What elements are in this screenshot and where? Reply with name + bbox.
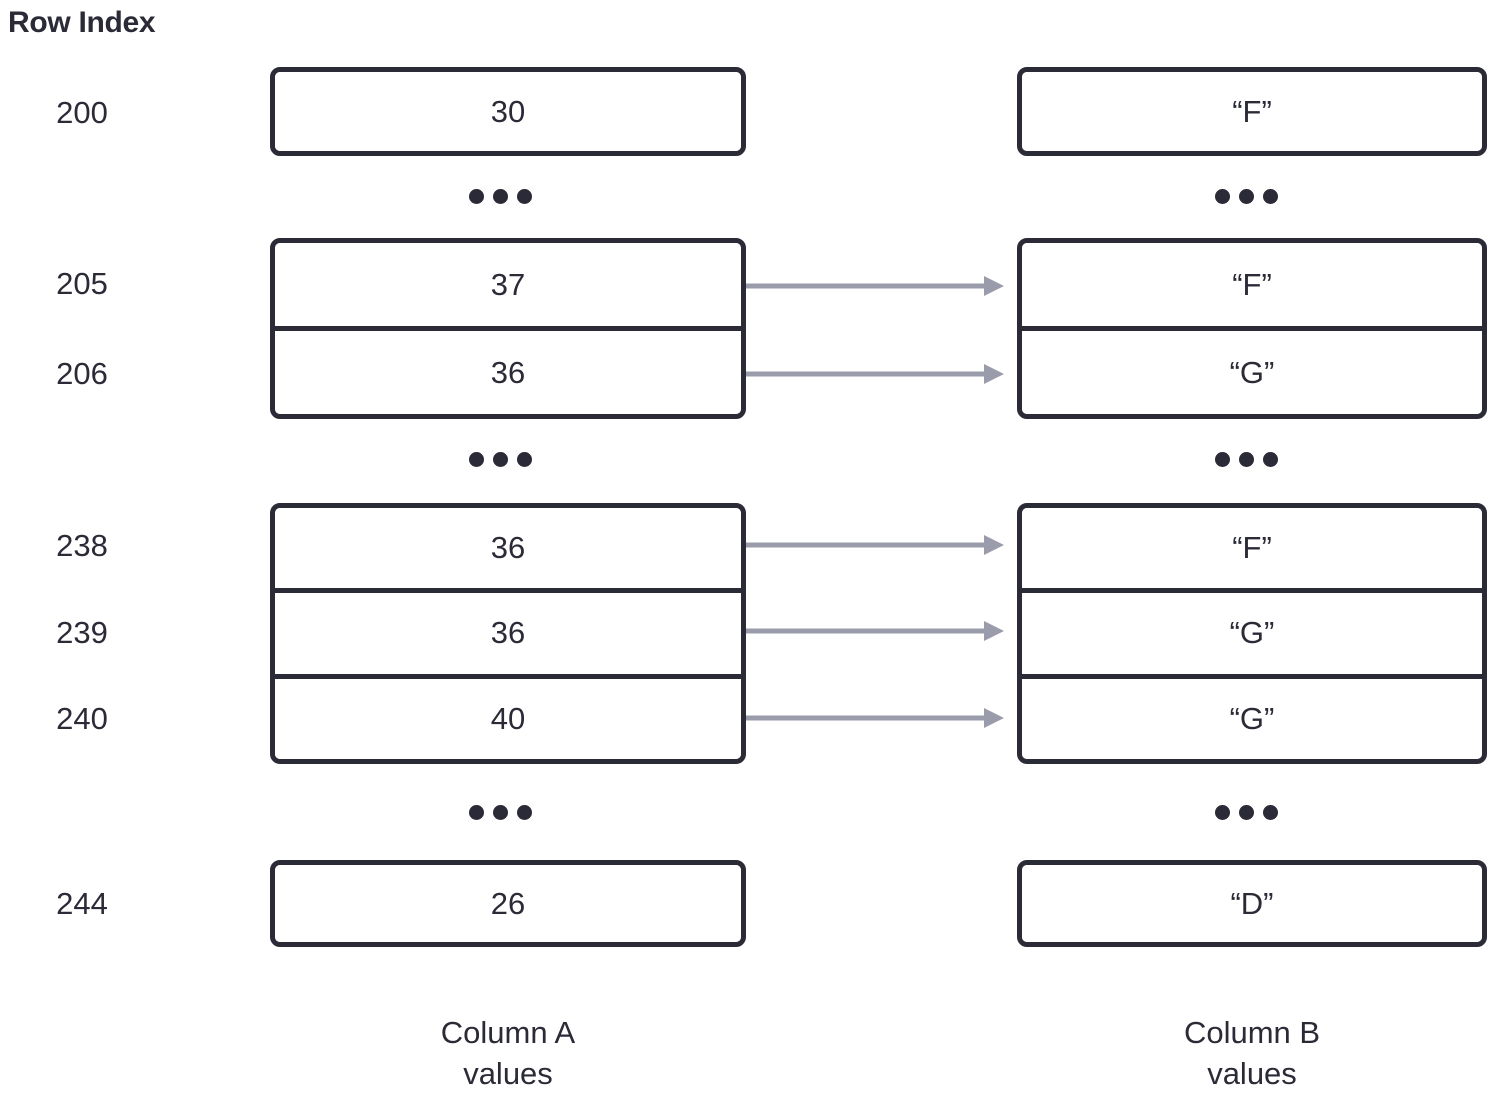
row-index-label-240: 240 [56, 701, 108, 736]
column-b-group-205-206: “F” “G” [1017, 238, 1487, 419]
dot-icon [493, 189, 508, 204]
column-a-cell-239: 36 [275, 588, 741, 674]
row-index-label-206: 206 [56, 356, 108, 391]
ellipsis-column-b-2 [1215, 452, 1278, 467]
arrow-row-239 [746, 621, 1004, 641]
column-a-cell-244: 26 [275, 865, 741, 942]
dot-icon [1215, 452, 1230, 467]
column-b-cell-200: “F” [1022, 72, 1482, 151]
column-b-cell-205: “F” [1022, 243, 1482, 326]
dot-icon [493, 805, 508, 820]
dot-icon [1263, 805, 1278, 820]
dot-icon [493, 452, 508, 467]
ellipsis-column-a-2 [469, 452, 532, 467]
row-index-header: Row Index [8, 6, 156, 39]
row-index-label-205: 205 [56, 266, 108, 301]
dot-icon [1239, 805, 1254, 820]
dot-icon [517, 189, 532, 204]
column-a-cell-238: 36 [275, 508, 741, 589]
dot-icon [1215, 805, 1230, 820]
dot-icon [1215, 189, 1230, 204]
ellipsis-column-a-1 [469, 189, 532, 204]
column-b-caption: Column B values [1017, 1013, 1487, 1095]
row-index-label-239: 239 [56, 615, 108, 650]
dot-icon [517, 452, 532, 467]
column-b-cell-240: “G” [1022, 673, 1482, 759]
ellipsis-column-b-3 [1215, 805, 1278, 820]
column-b-caption-line1: Column B [1183, 1015, 1321, 1050]
dot-icon [469, 805, 484, 820]
arrow-row-206 [746, 364, 1004, 384]
dot-icon [517, 805, 532, 820]
column-a-cell-206: 36 [275, 326, 741, 414]
ellipsis-column-b-1 [1215, 189, 1278, 204]
column-a-group-238-240: 36 36 40 [270, 503, 746, 764]
arrow-row-238 [746, 535, 1004, 555]
dot-icon [469, 452, 484, 467]
column-b-cell-206: “G” [1022, 326, 1482, 414]
row-index-label-244: 244 [56, 886, 108, 921]
column-a-caption-line1: Column A [440, 1015, 576, 1050]
dot-icon [469, 189, 484, 204]
column-a-caption-line2: values [463, 1055, 553, 1091]
column-a-group-200: 30 [270, 67, 746, 156]
column-b-cell-239: “G” [1022, 588, 1482, 674]
column-a-group-205-206: 37 36 [270, 238, 746, 419]
ellipsis-column-a-3 [469, 805, 532, 820]
column-a-cell-205: 37 [275, 243, 741, 326]
column-b-caption-line2: values [1207, 1055, 1297, 1091]
column-b-group-238-240: “F” “G” “G” [1017, 503, 1487, 764]
column-b-cell-244: “D” [1022, 865, 1482, 942]
column-b-group-200: “F” [1017, 67, 1487, 156]
column-a-cell-240: 40 [275, 673, 741, 759]
column-a-group-244: 26 [270, 860, 746, 947]
column-a-caption: Column A values [270, 1013, 746, 1095]
dot-icon [1239, 452, 1254, 467]
dot-icon [1239, 189, 1254, 204]
column-a-cell-200: 30 [275, 72, 741, 151]
row-index-label-200: 200 [56, 95, 108, 130]
column-b-group-244: “D” [1017, 860, 1487, 947]
arrow-row-240 [746, 708, 1004, 728]
arrow-row-205 [746, 276, 1004, 296]
row-index-label-238: 238 [56, 528, 108, 563]
dot-icon [1263, 452, 1278, 467]
dot-icon [1263, 189, 1278, 204]
column-b-cell-238: “F” [1022, 508, 1482, 589]
